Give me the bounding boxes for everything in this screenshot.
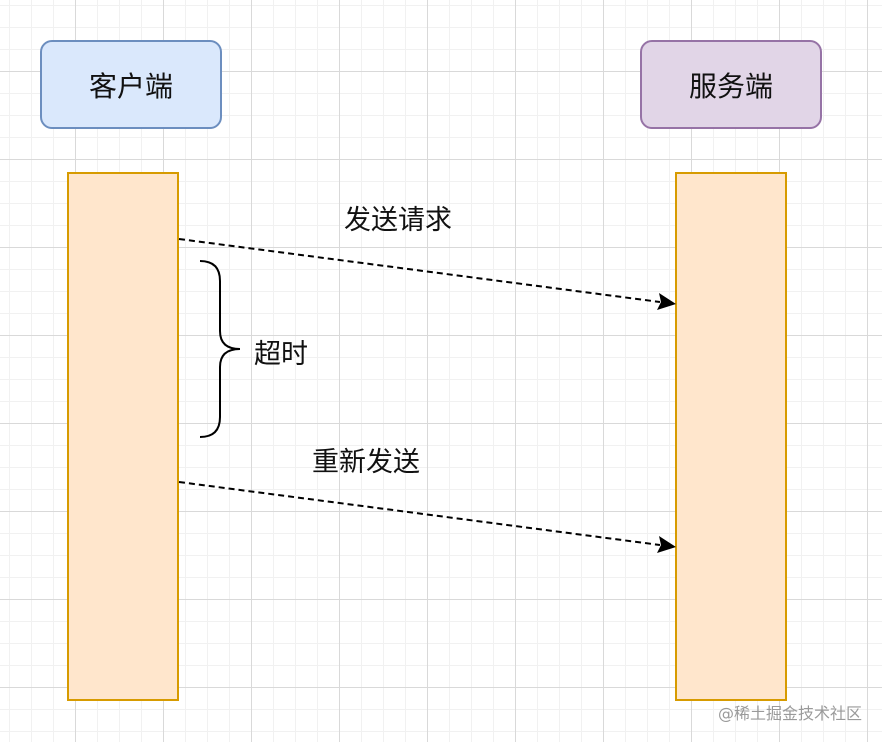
server-node[interactable]: 服务端 <box>640 40 822 129</box>
resend-label: 重新发送 <box>312 447 420 478</box>
watermark: @稀土掘金技术社区 <box>717 704 862 723</box>
timeout-label: 超时 <box>254 339 308 370</box>
resend-arrow[interactable] <box>178 481 676 553</box>
client-node-label: 客户端 <box>88 69 173 103</box>
send-request-label: 发送请求 <box>344 205 452 236</box>
send-request-arrow[interactable] <box>178 238 676 310</box>
server-node-label: 服务端 <box>688 69 773 103</box>
timeout-brace[interactable] <box>199 260 241 438</box>
client-node[interactable]: 客户端 <box>40 40 222 129</box>
server-lifeline[interactable] <box>675 172 787 701</box>
client-lifeline[interactable] <box>67 172 179 701</box>
